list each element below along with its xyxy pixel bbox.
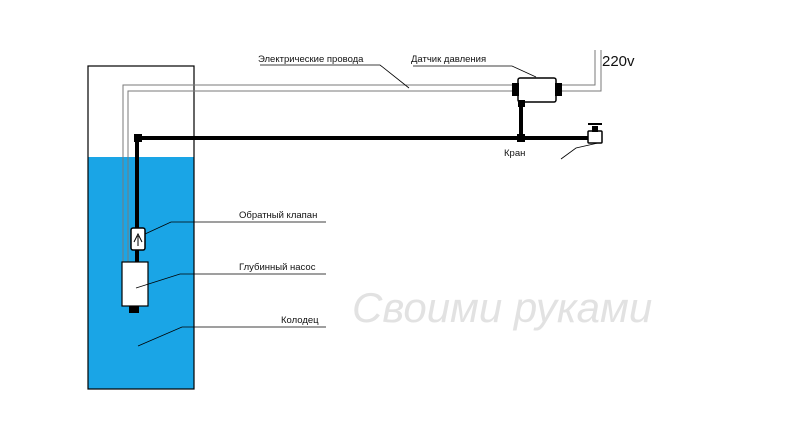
label-voltage: 220v bbox=[602, 53, 635, 70]
label-well: Колодец bbox=[281, 315, 319, 326]
label-check-valve: Обратный клапан bbox=[239, 210, 317, 221]
water-pipe bbox=[135, 105, 590, 262]
well-shaft bbox=[87, 65, 195, 390]
electrical-wires bbox=[122, 50, 602, 262]
label-tap: Кран bbox=[504, 148, 525, 159]
watermark: Своими руками bbox=[352, 284, 652, 331]
label-pump: Глубинный насос bbox=[239, 262, 316, 273]
label-wires: Электрические провода bbox=[258, 54, 364, 65]
pressure-sensor bbox=[512, 77, 562, 107]
check-valve-icon bbox=[130, 227, 146, 251]
label-pressure-sensor: Датчик давления bbox=[411, 54, 486, 65]
pump-icon bbox=[121, 261, 149, 313]
pipe-joints bbox=[134, 134, 525, 142]
leader-lines bbox=[135, 64, 599, 347]
tap-icon bbox=[587, 123, 603, 144]
